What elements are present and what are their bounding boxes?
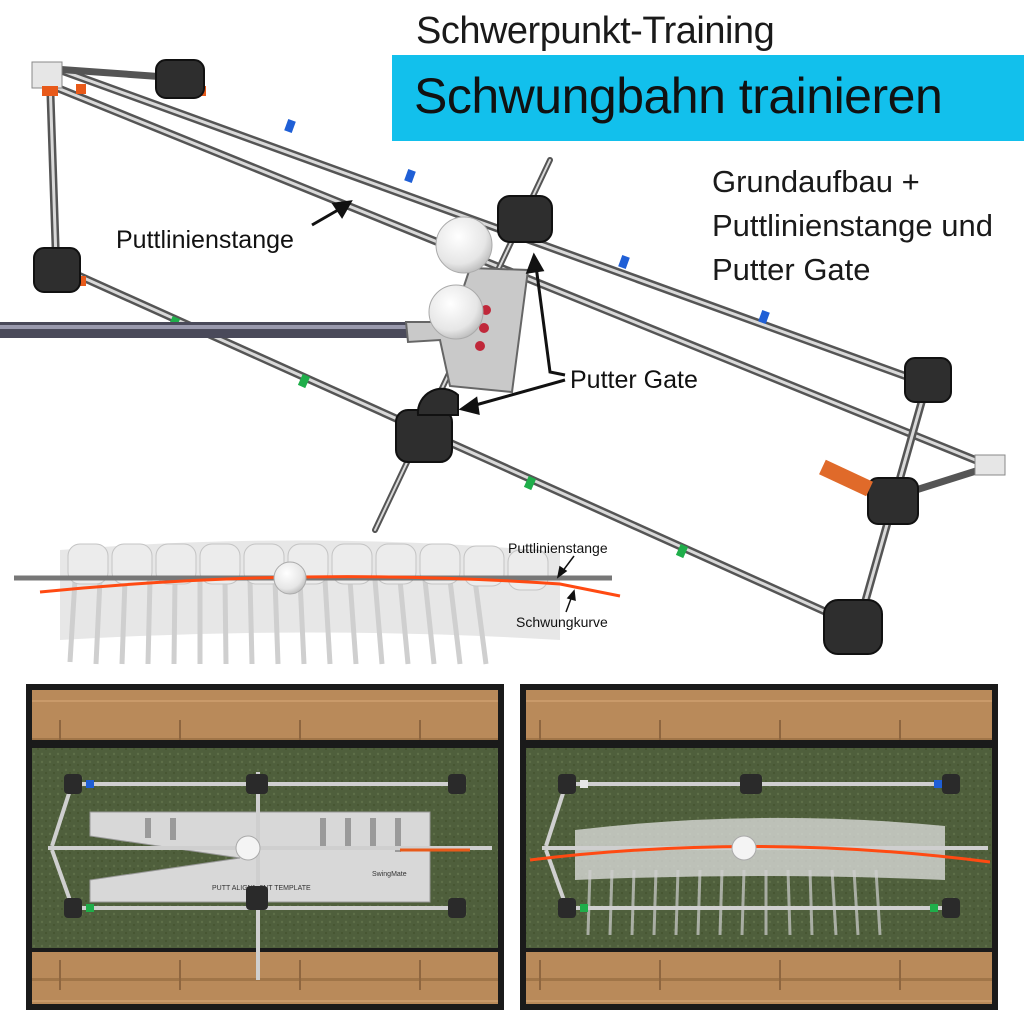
putter-shaft bbox=[0, 322, 420, 338]
rod-markers bbox=[76, 84, 770, 559]
end-clamp-top-left bbox=[31, 61, 63, 89]
putt-line-rod-label: Puttlinienstange bbox=[116, 226, 294, 254]
setup-description-line: Grundaufbau + bbox=[712, 164, 920, 199]
connector-left-mid bbox=[33, 247, 81, 293]
swing-curve-right bbox=[529, 845, 991, 864]
template-title: PUTT ALIGNMENT TEMPLATE bbox=[212, 885, 311, 892]
setup-description: Grundaufbau + Puttlinienstange und Putte… bbox=[712, 160, 993, 292]
golf-ball-right bbox=[731, 835, 757, 861]
inset-golf-ball bbox=[273, 561, 307, 595]
title-banner: Schwungbahn trainieren bbox=[392, 55, 1024, 141]
subtitle: Schwerpunkt-Training bbox=[416, 10, 775, 52]
banner-title: Schwungbahn trainieren bbox=[414, 68, 943, 124]
inset-swing-curve-label: Schwungkurve bbox=[516, 614, 608, 630]
photo-right-swing bbox=[520, 684, 998, 1010]
inset-putt-line-rod-label: Puttlinienstange bbox=[508, 540, 608, 556]
connector-right-top bbox=[904, 357, 952, 403]
setup-description-line: Putter Gate bbox=[712, 252, 871, 287]
alignment-template bbox=[89, 811, 431, 903]
connector-gate-top bbox=[497, 195, 553, 243]
inset-swing-curve bbox=[39, 575, 621, 598]
golf-ball-lower bbox=[428, 284, 484, 340]
photo-left-template: PUTT ALIGNMENT TEMPLATE SwingMate bbox=[26, 684, 504, 1010]
rod-connectors bbox=[33, 59, 952, 655]
golf-ball-left bbox=[235, 835, 261, 861]
swing-arc-inset bbox=[14, 540, 621, 665]
orange-handle bbox=[819, 459, 873, 497]
connector-right-mid bbox=[867, 477, 919, 525]
setup-description-line: Puttlinienstange und bbox=[712, 208, 993, 243]
callout-arrows bbox=[311, 200, 566, 415]
putter-gate-label: Putter Gate bbox=[570, 366, 698, 394]
end-clamp-right bbox=[974, 454, 1006, 476]
main-setup-illustration bbox=[0, 59, 1006, 665]
connector-bottom-right bbox=[823, 599, 883, 655]
connector-top-left bbox=[155, 59, 205, 99]
golf-ball-upper bbox=[435, 216, 493, 274]
template-brand: SwingMate bbox=[372, 871, 407, 878]
connector-gate-half bbox=[416, 387, 459, 416]
connector-gate-bottom bbox=[395, 409, 453, 463]
